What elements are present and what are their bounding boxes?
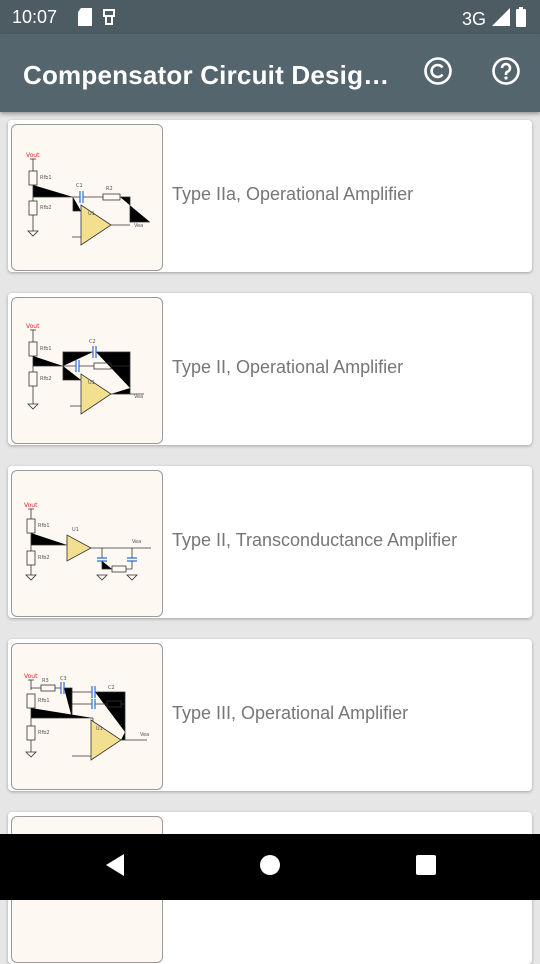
svg-text:Vout: Vout (26, 323, 40, 330)
status-bar: 10:07 3G (0, 0, 540, 34)
network-type: 3G (461, 9, 486, 29)
list-item-type2-opamp[interactable]: Vout Rfb1 Rfb2 C2 U1 Vea (8, 293, 532, 445)
app-title: Compensator Circuit Desig… (23, 60, 390, 90)
copyright-icon (423, 56, 453, 91)
list-item-label: Type II, Transconductance Amplifier (172, 530, 458, 550)
svg-text:U1: U1 (88, 211, 95, 217)
copyright-button[interactable] (421, 56, 455, 90)
signal-icon (492, 8, 510, 31)
list-item-label: Type II, Operational Amplifier (172, 357, 404, 377)
home-icon (259, 854, 281, 881)
navigation-bar (0, 834, 540, 900)
type2-ota-schematic: Vout Rfb1 Rfb2 U1 Vea (11, 470, 163, 617)
svg-text:Rfb2: Rfb2 (38, 730, 50, 736)
help-button[interactable] (489, 56, 523, 90)
svg-text:Vea: Vea (132, 539, 141, 545)
svg-text:Vea: Vea (134, 223, 143, 229)
svg-text:Vout: Vout (24, 502, 38, 509)
recents-icon (415, 854, 437, 881)
svg-text:Rfb1: Rfb1 (40, 346, 52, 352)
svg-text:U1: U1 (72, 527, 79, 533)
svg-text:R3: R3 (42, 678, 49, 684)
type3-opamp-schematic: Vout R3 C3 Rfb1 Rfb2 C2 (11, 643, 163, 790)
type2a-opamp-schematic: Vout Rfb1 Rfb2 C1 R2 U1 Vea (11, 124, 163, 271)
app-bar: Compensator Circuit Desig… (0, 34, 540, 112)
svg-text:Vout: Vout (26, 152, 40, 159)
svg-text:C3: C3 (60, 676, 67, 682)
svg-text:C2: C2 (89, 339, 96, 345)
list-item-label: Type IIa, Operational Amplifier (172, 184, 414, 204)
home-button[interactable] (255, 852, 285, 882)
svg-text:Rfb1: Rfb1 (38, 523, 50, 529)
svg-text:Rfb1: Rfb1 (38, 698, 50, 704)
svg-text:Rfb2: Rfb2 (40, 205, 52, 211)
svg-text:C2: C2 (108, 685, 115, 691)
list-item-type2-ota[interactable]: Vout Rfb1 Rfb2 U1 Vea (8, 466, 532, 618)
status-time: 10:07 (12, 7, 58, 27)
back-button[interactable] (100, 852, 130, 882)
svg-text:Rfb1: Rfb1 (40, 175, 52, 181)
svg-text:Vea: Vea (134, 394, 143, 400)
list-item-type2a-opamp[interactable]: Vout Rfb1 Rfb2 C1 R2 U1 Vea (8, 120, 532, 272)
recents-button[interactable] (411, 852, 441, 882)
svg-text:Vea: Vea (140, 732, 149, 738)
type2-opamp-schematic: Vout Rfb1 Rfb2 C2 U1 Vea (11, 297, 163, 444)
list-item-type3-opamp[interactable]: Vout R3 C3 Rfb1 Rfb2 C2 (8, 639, 532, 791)
svg-text:Rfb2: Rfb2 (40, 376, 52, 382)
svg-text:U1: U1 (96, 726, 103, 732)
svg-text:U1: U1 (88, 380, 95, 386)
svg-text:Rfb2: Rfb2 (38, 555, 50, 561)
svg-text:C1: C1 (76, 183, 83, 189)
svg-text:Vout: Vout (24, 673, 38, 680)
sd-card-icon (78, 8, 92, 31)
back-icon (104, 853, 126, 882)
battery-icon (516, 7, 526, 32)
help-icon (491, 56, 521, 91)
usb-icon (102, 8, 116, 31)
svg-text:R2: R2 (106, 186, 113, 192)
list-item-label: Type III, Operational Amplifier (172, 703, 409, 723)
